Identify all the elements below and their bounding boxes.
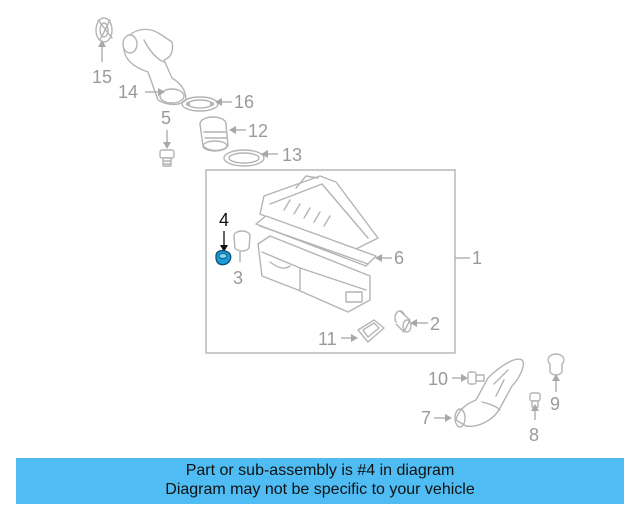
parts-diagram: 15 14 16 5 12 13 (92, 17, 565, 445)
callout-12[interactable]: 12 (248, 121, 268, 141)
part-15-clamp[interactable] (95, 17, 113, 43)
callout-2[interactable]: 2 (430, 314, 440, 334)
part-air-cleaner-cover[interactable] (259, 175, 379, 253)
callout-7[interactable]: 7 (421, 408, 431, 428)
part-10-bolt[interactable] (467, 371, 485, 385)
callout-16[interactable]: 16 (234, 92, 254, 112)
callout-11[interactable]: 11 (318, 329, 337, 349)
callout-4[interactable]: 4 (219, 210, 229, 230)
assembly-frame (205, 169, 456, 354)
callout-15[interactable]: 15 (92, 67, 112, 87)
callout-1[interactable]: 1 (472, 248, 482, 268)
callout-10[interactable]: 10 (428, 369, 448, 389)
part-air-cleaner-case[interactable] (257, 235, 371, 313)
part-13-seal[interactable] (223, 149, 265, 167)
callout-8[interactable]: 8 (529, 425, 539, 445)
callout-14[interactable]: 14 (118, 82, 138, 102)
callout-13[interactable]: 13 (282, 145, 302, 165)
info-banner: Part or sub-assembly is #4 in diagram Di… (16, 458, 624, 504)
banner-disclaimer-line: Diagram may not be specific to your vehi… (165, 481, 475, 498)
part-16-gasket[interactable] (181, 96, 219, 112)
part-6-filter-element[interactable] (255, 215, 377, 267)
callout-5[interactable]: 5 (161, 108, 171, 128)
part-9-grommet[interactable] (547, 353, 565, 376)
callout-3[interactable]: 3 (233, 268, 243, 288)
callout-6[interactable]: 6 (394, 248, 404, 268)
part-14-intake-duct[interactable] (122, 28, 187, 106)
callout-9[interactable]: 9 (550, 394, 560, 414)
part-4-clip[interactable] (215, 250, 232, 266)
part-7-duct[interactable] (454, 358, 524, 428)
part-2-hose[interactable] (394, 310, 412, 333)
part-12-sleeve[interactable] (199, 116, 229, 152)
banner-part-line: Part or sub-assembly is #4 in diagram (185, 462, 455, 479)
part-5-bolt[interactable] (159, 149, 175, 167)
part-3-grommet[interactable] (233, 230, 251, 252)
part-11-pad[interactable] (357, 319, 385, 343)
